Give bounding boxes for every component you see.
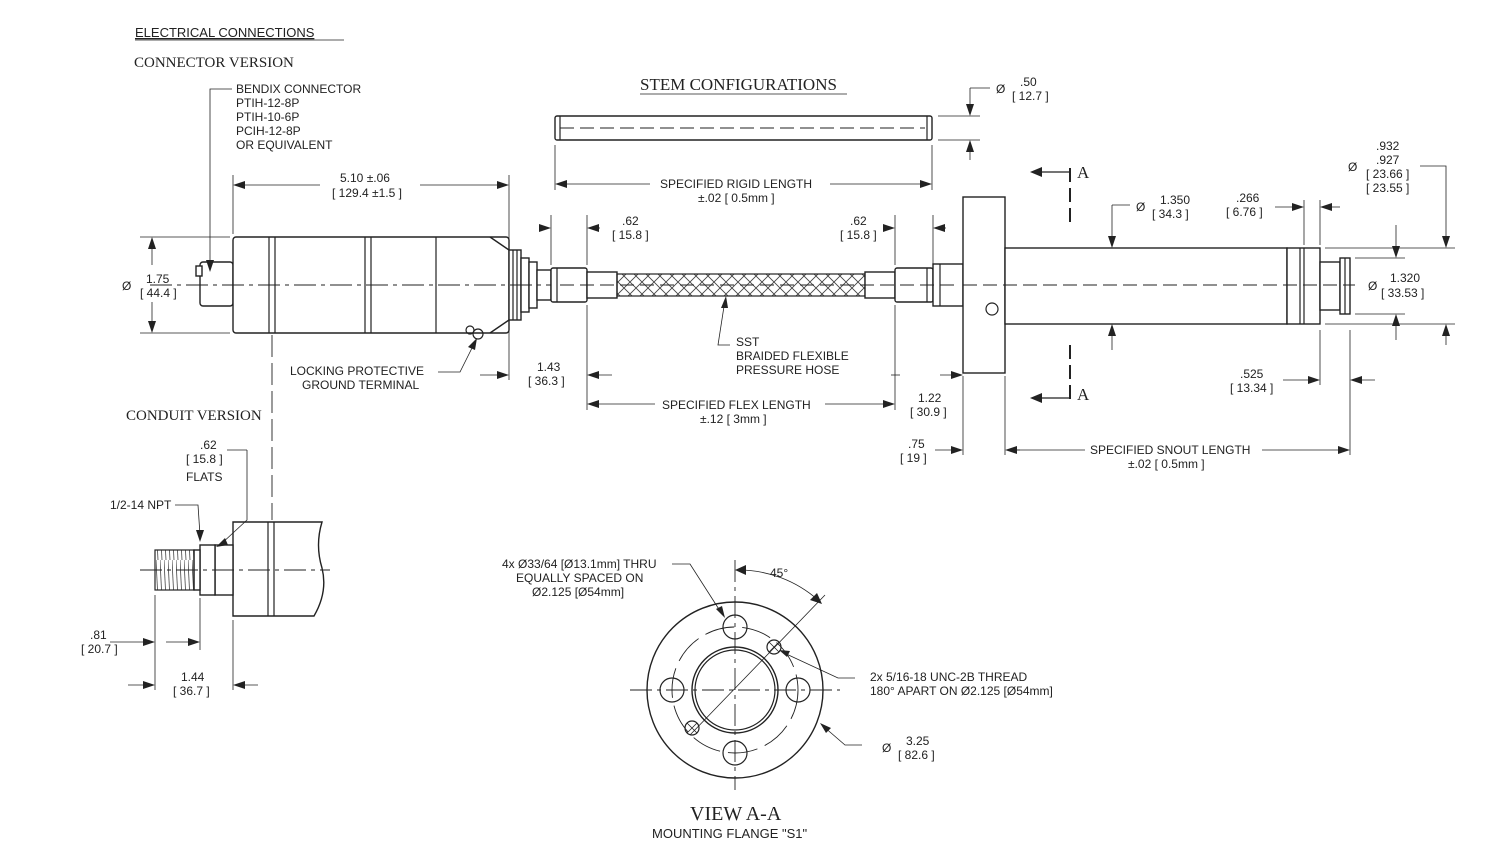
- heading-conduit-version: CONDUIT VERSION: [126, 408, 262, 424]
- dim-62-left-mm: [ 15.8 ]: [612, 228, 649, 242]
- flats-label: FLATS: [186, 470, 222, 484]
- heading-electrical-connections: ELECTRICAL CONNECTIONS: [135, 25, 315, 40]
- connector-note-line: BENDIX CONNECTOR: [236, 82, 361, 96]
- dim-body-length-mm: [ 129.4 ±1.5 ]: [332, 186, 402, 200]
- heading-mounting-flange: MOUNTING FLANGE "S1": [652, 826, 808, 841]
- heading-view-aa: VIEW A-A: [690, 803, 782, 825]
- dim-144-mm: [ 36.7 ]: [173, 684, 210, 698]
- flange-snout: [962, 196, 1351, 374]
- dim-50-mm: [ 12.7 ]: [1012, 89, 1049, 103]
- dim-122-mm: [ 30.9 ]: [910, 405, 947, 419]
- hose-label: BRAIDED FLEXIBLE: [736, 349, 849, 363]
- dim-081-mm: [ 20.7 ]: [81, 642, 118, 656]
- dim-927-mm: [ 23.55 ]: [1366, 181, 1409, 195]
- dim-075-mm: [ 19 ]: [900, 451, 927, 465]
- ground-terminal-label: LOCKING PROTECTIVE: [290, 364, 424, 378]
- dim-body-length-in: 5.10 ±.06: [340, 171, 390, 185]
- connector-note-line: OR EQUIVALENT: [236, 138, 333, 152]
- thread-label: 2x 5/16-18 UNC-2B THREAD: [870, 670, 1028, 684]
- dim-62-right-mm: [ 15.8 ]: [840, 228, 877, 242]
- hose-label: PRESSURE HOSE: [736, 363, 839, 377]
- dia-symbol: Ø: [882, 741, 891, 755]
- dim-50-in: .50: [1020, 75, 1037, 89]
- dim-143-mm: [ 36.3 ]: [528, 374, 565, 388]
- flex-length-label: SPECIFIED FLEX LENGTH: [662, 398, 811, 412]
- dim-266-mm: [ 6.76 ]: [1226, 205, 1263, 219]
- rigid-length-label: SPECIFIED RIGID LENGTH: [660, 177, 812, 191]
- dim-932-mm: [ 23.66 ]: [1366, 167, 1409, 181]
- holes-label: 4x Ø33/64 [Ø13.1mm] THRU: [502, 557, 657, 571]
- dia-symbol: Ø: [1348, 160, 1357, 174]
- transducer-body: [195, 236, 552, 340]
- connector-note-line: PTIH-10-6P: [236, 110, 299, 124]
- dim-62-left-in: .62: [622, 214, 639, 228]
- dim-144-in: 1.44: [181, 670, 205, 684]
- snout-length-label: SPECIFIED SNOUT LENGTH: [1090, 443, 1250, 457]
- dimension-lines: [140, 87, 1455, 455]
- dim-266-in: .266: [1236, 191, 1260, 205]
- dim-932-in: .932: [1376, 139, 1400, 153]
- dim-325-mm: [ 82.6 ]: [898, 748, 935, 762]
- thread-label: 180° APART ON Ø2.125 [Ø54mm]: [870, 684, 1053, 698]
- dim-325-in: 3.25: [906, 734, 930, 748]
- holes-label: Ø2.125 [Ø54mm]: [532, 585, 624, 599]
- dim-1320-mm: [ 33.53 ]: [1381, 286, 1424, 300]
- dim-081-in: .81: [90, 628, 107, 642]
- dim-1350-in: 1.350: [1160, 193, 1190, 207]
- conduit-assembly: [110, 335, 330, 690]
- rigid-stem: [554, 115, 933, 141]
- dim-flats-in: .62: [200, 438, 217, 452]
- dim-62-right-in: .62: [850, 214, 867, 228]
- dia-symbol: Ø: [122, 279, 131, 293]
- dim-525-in: .525: [1240, 367, 1264, 381]
- rigid-length-tol: ±.02 [ 0.5mm ]: [698, 191, 775, 205]
- dia-symbol: Ø: [996, 82, 1005, 96]
- heading-connector-version: CONNECTOR VERSION: [134, 55, 294, 71]
- connector-note-line: PCIH-12-8P: [236, 124, 301, 138]
- section-markers: A A: [1030, 163, 1090, 404]
- dim-1350-mm: [ 34.3 ]: [1152, 207, 1189, 221]
- section-a-top: A: [1077, 163, 1090, 182]
- ground-terminal-label: GROUND TERMINAL: [302, 378, 419, 392]
- angle-label: 45°: [770, 566, 788, 580]
- dia-symbol: Ø: [1136, 200, 1145, 214]
- flex-length-tol: ±.12 [ 3mm ]: [700, 412, 767, 426]
- snout-length-tol: ±.02 [ 0.5mm ]: [1128, 457, 1205, 471]
- dim-dia-175-in: 1.75: [146, 272, 170, 286]
- dim-075-in: .75: [908, 437, 925, 451]
- dimension-labels: 5.10 ±.06 [ 129.4 ±1.5 ] Ø 1.75 [ 44.4 ]…: [81, 75, 1424, 762]
- dim-dia-175-mm: [ 44.4 ]: [140, 286, 177, 300]
- dia-symbol: Ø: [1368, 279, 1377, 293]
- dim-143-in: 1.43: [537, 360, 561, 374]
- npt-label: 1/2-14 NPT: [110, 498, 172, 512]
- connector-note-line: PTIH-12-8P: [236, 96, 299, 110]
- dim-927-in: .927: [1376, 153, 1400, 167]
- section-a-bottom: A: [1077, 385, 1090, 404]
- holes-label: EQUALLY SPACED ON: [516, 571, 643, 585]
- hose-label: SST: [736, 335, 760, 349]
- dim-flats-mm: [ 15.8 ]: [186, 452, 223, 466]
- heading-stem-configurations: STEM CONFIGURATIONS: [640, 75, 837, 94]
- dim-1320-in: 1.320: [1390, 271, 1420, 285]
- connector-note: BENDIX CONNECTOR PTIH-12-8P PTIH-10-6P P…: [236, 82, 361, 152]
- dim-122-in: 1.22: [918, 391, 942, 405]
- flange-view: [630, 560, 862, 790]
- dim-525-mm: [ 13.34 ]: [1230, 381, 1273, 395]
